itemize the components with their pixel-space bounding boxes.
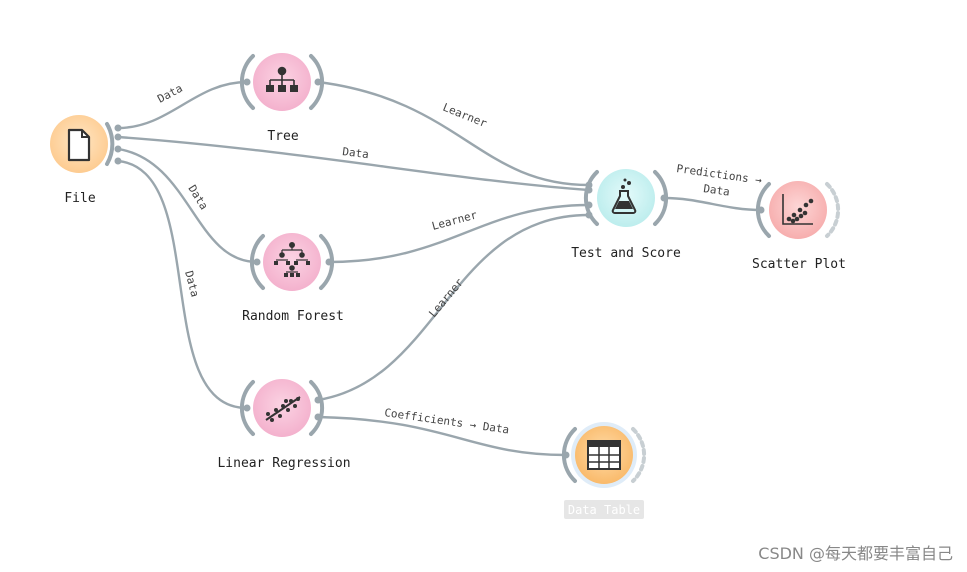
watermark: CSDN @每天都要丰富自己 <box>758 544 953 563</box>
random-forest-icon <box>274 242 310 277</box>
link-test-scatter[interactable]: Predictions → Data <box>663 162 763 212</box>
link-label: Data <box>342 145 370 161</box>
tree-icon <box>266 66 298 92</box>
link-file-test[interactable]: Data <box>117 135 590 192</box>
node-random-forest[interactable]: Random Forest <box>242 233 344 324</box>
link-label: Data <box>182 269 201 298</box>
link-linreg-test[interactable]: Learner <box>317 213 590 402</box>
scatter-plot-icon <box>782 194 814 225</box>
file-icon <box>67 128 91 162</box>
link-label: Coefficients → Data <box>384 406 510 436</box>
node-title-selection <box>564 500 644 519</box>
link-tree-test[interactable]: Learner <box>317 80 590 187</box>
node-title: Linear Regression <box>217 456 350 471</box>
link-label: Data <box>155 82 185 106</box>
node-title: File <box>64 191 95 206</box>
link-linreg-table[interactable]: Coefficients → Data <box>317 406 567 457</box>
node-test-and-score-circle[interactable] <box>597 169 655 227</box>
node-scatter-plot[interactable]: Scatter Plot <box>752 181 846 272</box>
node-tree[interactable]: Tree <box>239 53 325 144</box>
link-file-forest[interactable]: Data <box>117 147 258 264</box>
link-label: Learner <box>441 101 489 131</box>
node-title: Tree <box>267 129 298 144</box>
node-data-table[interactable]: Data Table <box>561 422 647 519</box>
node-title: Random Forest <box>242 309 344 324</box>
link-label: Learner <box>426 276 466 320</box>
node-linear-regression[interactable]: Linear Regression <box>217 379 351 471</box>
linear-regression-icon <box>265 396 301 422</box>
node-title: Data Table <box>568 503 640 517</box>
node-title: Scatter Plot <box>752 257 846 272</box>
node-file[interactable]: File <box>50 115 122 206</box>
link-forest-test[interactable]: Learner <box>328 203 590 264</box>
link-file-tree[interactable]: Data <box>117 80 248 130</box>
node-title: Test and Score <box>571 246 681 261</box>
table-icon <box>587 440 621 470</box>
link-label: Data <box>703 182 731 199</box>
node-random-forest-circle[interactable] <box>263 233 321 291</box>
node-test-and-score[interactable]: Test and Score <box>571 169 681 261</box>
flask-icon <box>611 178 637 214</box>
